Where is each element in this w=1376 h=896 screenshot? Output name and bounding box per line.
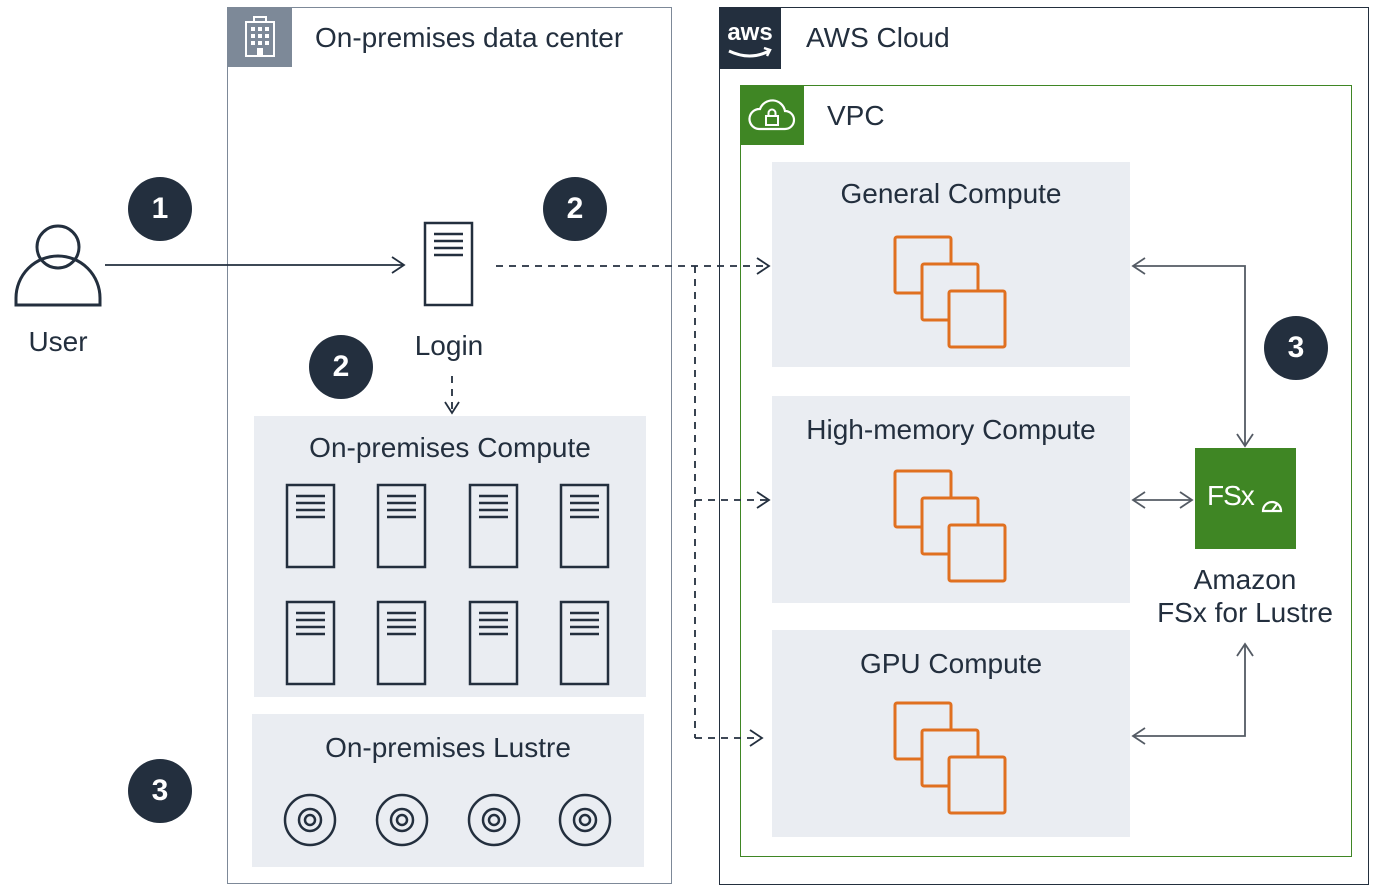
fsx-label-line2: FSx for Lustre [1157, 597, 1333, 628]
step-badge-1: 1 [128, 177, 192, 241]
onprem-group-title: On-premises data center [315, 22, 624, 53]
vpc-cloud-lock-icon [740, 85, 804, 145]
onprem-lustre-panel: On-premises Lustre [252, 714, 644, 867]
onprem-datacenter-group [227, 7, 672, 884]
gpu-compute-title: GPU Compute [859, 648, 1043, 679]
aws-group-title: AWS Cloud [806, 22, 950, 53]
step-badge-3-fsx: 3 [1264, 316, 1328, 380]
aws-cloud-group [719, 7, 1369, 885]
aws-logo-text: aws [727, 19, 773, 46]
fsx-label-line1: Amazon [1193, 564, 1297, 595]
fsx-logo-text: FSx [1207, 480, 1255, 511]
vpc-group [740, 85, 1352, 857]
fsx-lustre-icon: FSx [1195, 448, 1296, 549]
step-badge-3-lustre: 3 [128, 759, 192, 823]
onprem-compute-title: On-premises Compute [309, 432, 591, 463]
onprem-lustre-title: On-premises Lustre [325, 732, 571, 763]
vpc-group-title: VPC [827, 100, 885, 131]
user-label: User [28, 326, 88, 357]
high-memory-compute-title: High-memory Compute [806, 414, 1096, 445]
step-badge-2-onprem: 2 [309, 335, 373, 399]
general-compute-title: General Compute [840, 178, 1062, 209]
onprem-compute-panel: On-premises Compute [254, 416, 646, 697]
aws-logo-icon: aws [719, 7, 781, 69]
building-icon [227, 7, 292, 67]
step-badge-2-cloud: 2 [543, 177, 607, 241]
login-label: Login [414, 330, 484, 361]
